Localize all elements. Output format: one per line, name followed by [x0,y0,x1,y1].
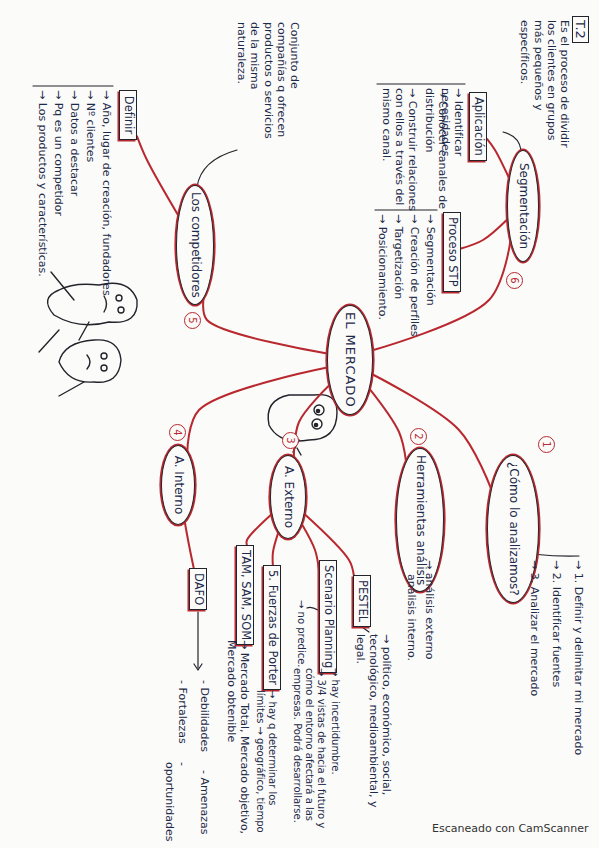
leader-line [503,132,521,150]
branch-connector [370,389,406,462]
leader-line [197,150,237,187]
note-text: → hay q determinar los límites → geográf… [254,690,278,840]
note-text: → 3/4 vistas de hacia el futuro y cómo e… [291,668,327,843]
branch-connector [137,136,178,215]
doodle-pupil [316,409,319,412]
subtopic-box: Aplicación [469,92,487,161]
branch-connector [294,385,330,457]
doodle-eye [101,353,107,359]
callout-number: 1 [538,436,555,453]
branch-oval: Los competidores [176,185,214,305]
note-text: → Posicionamiento. [376,214,389,334]
branch-connector [461,219,507,248]
node-text: TAM, SAM, SOM [238,550,251,640]
node-text: Los competidores [188,192,202,298]
subtopic-box: TAM, SAM, SOM [236,545,254,645]
subtopic-box: Proceso STP [443,212,461,292]
branch-oval: A. Interno [161,445,195,525]
page-title: T.2 [572,16,589,43]
branch-oval: A. Externo [270,455,306,539]
callout-number: 2 [410,428,427,445]
doodle-eye [314,405,324,415]
central-topic-oval: EL MERCADO [327,305,373,415]
doodle-eye [118,307,124,313]
doodle-eye [101,365,107,371]
node-text: EL MERCADO [343,312,358,408]
subtopic-box: DAFO [189,568,207,610]
subtopic-box: 5. Fuerzas de Porter [263,565,281,690]
dafo-arrow [197,612,198,668]
node-text: ¿Cómo lo analizamos? [506,462,520,596]
node-text: Segmentación [516,163,530,249]
branch-oval: Segmentación [507,150,539,262]
note-text: → Mercado Total, Mercado objetivo, Merca… [225,640,251,840]
note-text: Conjunto de compañías q ofrecen producto… [235,22,301,147]
node-text: A. Interno [171,456,185,515]
leader-line [362,627,369,632]
note-text: → Conocer canales de distribución [423,88,449,213]
note-text: → 1. Definir y delimitar mi mercado [572,560,585,840]
branch-connector [187,368,327,452]
note-text: → Pq es un competidor [52,90,65,290]
branch-connector [487,139,509,178]
node-text: Scenario Planning [321,565,334,668]
note-text: → 3. Analizar el mercado [528,560,541,840]
node-text: PESTEL [355,580,368,622]
leader-line [307,607,318,610]
branch-connector [185,522,194,568]
branch-connector [247,514,272,545]
node-text: 5. Fuerzas de Porter [265,570,278,685]
note-text: → Creación de perfiles [408,214,421,339]
arrow-head [194,664,202,670]
doodle-blob [59,340,121,382]
doodle-mouth [87,355,90,369]
scanner-watermark: Escaneado con CamScanner [432,822,597,835]
doodle-eye [116,295,122,301]
note-text: análisis interno. [405,574,418,704]
callout-number: 4 [169,424,186,441]
note-text: → análisis externo [423,560,436,700]
subtopic-box: Definir [119,90,137,140]
node-text: Aplicación [471,97,484,156]
callout-number: 3 [282,432,299,449]
branch-oval: Herramientas análisis [396,448,444,592]
node-text: A. Externo [281,466,295,528]
note-text: - oportunidades [163,762,189,848]
bracket-line [377,83,465,84]
node-text: DAFO [191,573,204,605]
note-text: → no predice. [295,600,307,690]
note-text: → Construir relaciones con ellos a travé… [379,88,419,213]
branch-connector [203,299,327,354]
note-text: - Fortalezas [176,680,189,765]
note-text: → Segmentación [424,214,437,334]
doodle-mouth [104,296,107,312]
doodle-eye [312,419,322,429]
note-text: → Nº clientes [84,90,97,290]
note-text: → Año, lugar de creación, fundadores [100,90,113,300]
note-text: → Targetización [392,214,405,334]
note-text: → político, económico, social, tecnológi… [353,634,393,839]
note-text: → Los productos y características. [36,90,49,300]
branch-connector [273,532,279,565]
doodle-blob [268,395,337,441]
subtopic-box: PESTEL [353,575,371,627]
callout-number: 6 [506,272,523,289]
branch-connector [302,524,319,570]
doodle-pupil [314,423,317,426]
doodle-arms [39,272,89,396]
note-text: - Amenazas [198,770,211,845]
note-text: → hay incertidumbre. [329,668,341,843]
callout-number: 5 [184,312,201,329]
bracket-line [33,85,113,86]
doodle-blob [48,283,138,324]
subtopic-box: Scenario Planning [319,560,337,673]
node-text: Proceso STP [445,217,458,287]
node-text: Definir [121,96,134,134]
note-text: Es el proceso de dividir los clientes en… [518,20,571,150]
note-text: → Datos a destacar [68,90,81,290]
note-text: - Debilidades [198,680,211,765]
note-text: → 2. Identificar fuentes [550,560,563,840]
